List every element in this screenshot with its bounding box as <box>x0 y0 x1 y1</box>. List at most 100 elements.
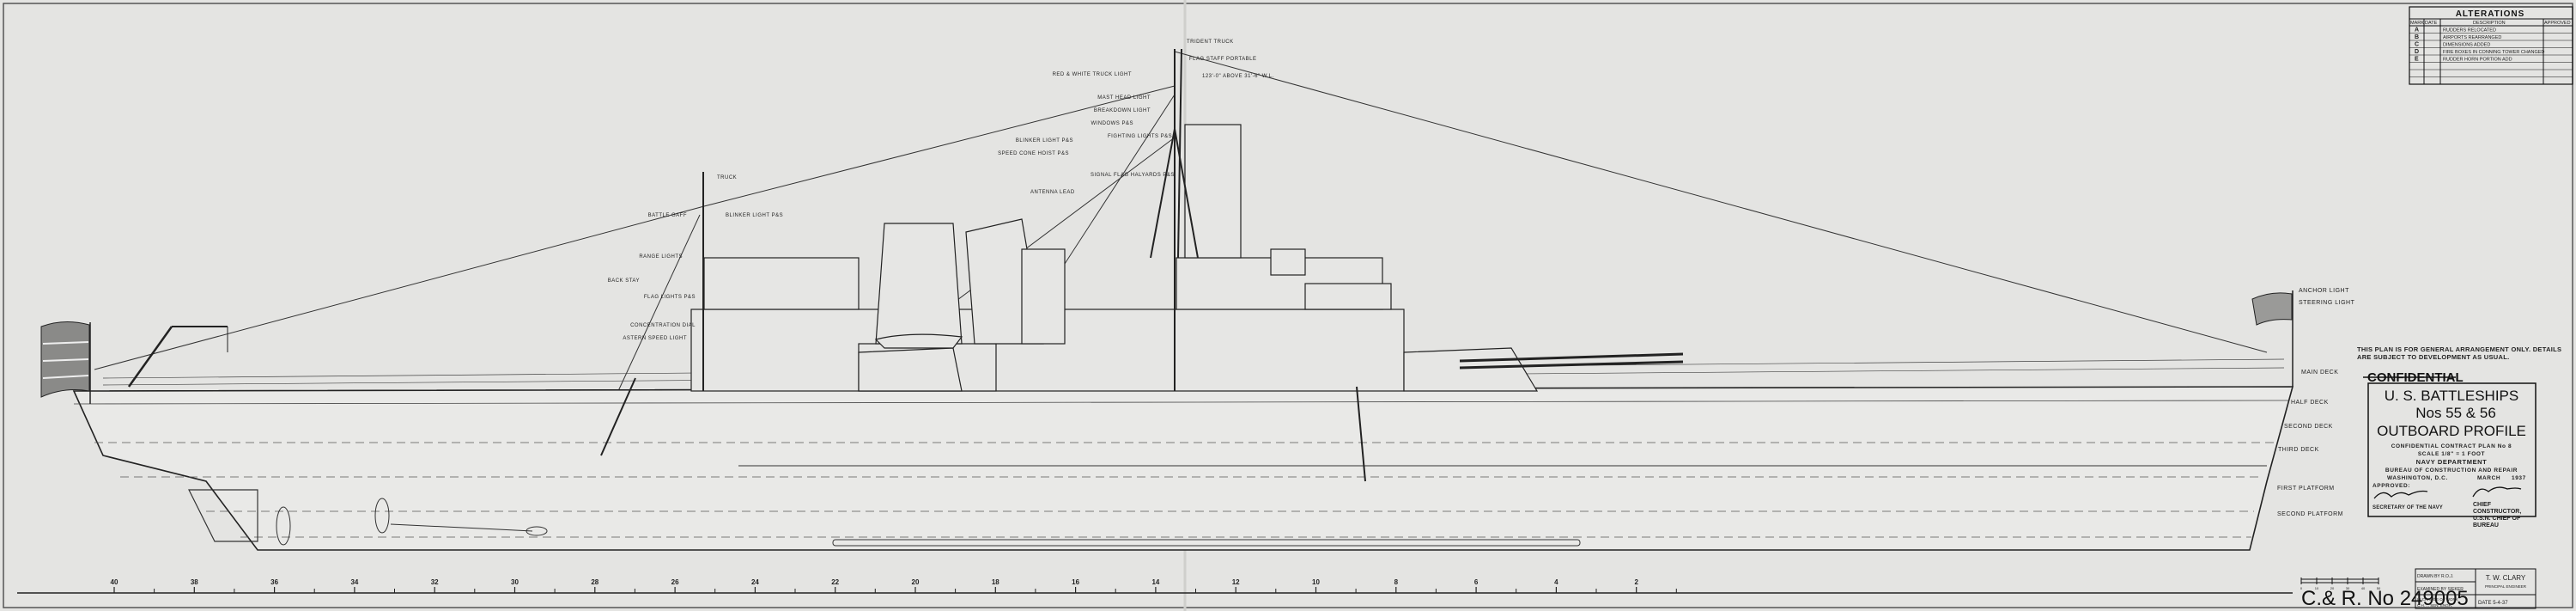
label-range-light: RANGE LIGHTS <box>639 254 683 260</box>
contract-plan: CONFIDENTIAL CONTRACT PLAN No 8 <box>2391 443 2512 449</box>
secretary-title: SECRETARY OF THE NAVY <box>2372 505 2443 510</box>
scale-bar-label: 50 <box>2377 586 2381 590</box>
label-blinker-aft: BLINKER LIGHT P&S <box>726 213 783 218</box>
title-line-2: Nos 55 & 56 <box>2415 405 2496 421</box>
station-label: 8 <box>1394 578 1399 586</box>
label-third-deck: THIRD DECK <box>2278 447 2319 453</box>
scale-bar-label: 40 <box>2361 586 2366 590</box>
principal-title: PRINCIPAL ENGINEER <box>2485 584 2527 589</box>
signature-secretary <box>2373 490 2428 499</box>
scale-bar-label: 30 <box>2346 586 2350 590</box>
masts <box>127 48 1366 482</box>
department: NAVY DEPARTMENT <box>2416 458 2488 466</box>
alteration-description: FIRE BOXES IN CONNING TOWER CHANGED <box>2443 50 2544 55</box>
alterations-header-mark: MARK <box>2410 21 2424 26</box>
alterations-table: ALTERATIONS MARK DATE DESCRIPTION APPROV… <box>2409 6 2573 85</box>
alteration-description: RUDDER HORN PORTION ADD <box>2443 58 2512 63</box>
title-line-3: OUTBOARD PROFILE <box>2377 423 2526 439</box>
station-label: 2 <box>1634 578 1638 586</box>
signature-chief <box>2472 486 2522 498</box>
bureau: BUREAU OF CONSTRUCTION AND REPAIR <box>2385 467 2518 474</box>
station-label: 14 <box>1151 578 1159 586</box>
scale-bar-label: 0 <box>2300 586 2303 590</box>
label-red-white: RED & WHITE TRUCK LIGHT <box>1053 72 1132 77</box>
alterations-header-date: DATE <box>2425 21 2438 26</box>
station-label: 26 <box>671 578 679 586</box>
jack-flag-bow <box>2251 290 2293 387</box>
label-astern-light: ASTERN SPEED LIGHT <box>623 336 687 341</box>
label-truck-aft: TRUCK <box>717 175 737 180</box>
station-label: 40 <box>111 578 118 586</box>
year: 1937 <box>2512 475 2526 481</box>
drawn-by: DRAWN BY R.O.J. <box>2417 574 2453 579</box>
title-block: U. S. BATTLESHIPS Nos 55 & 56 OUTBOARD P… <box>2367 382 2537 517</box>
footer: 0 10 20 30 40 50 C.& R. No 249005 DRAWN BY R.… <box>2300 568 2537 610</box>
hull <box>72 358 2294 551</box>
alterations-header-description: DESCRIPTION <box>2473 21 2506 26</box>
alteration-description: DIMENSIONS ADDED <box>2443 43 2490 48</box>
engineer: C.H. ... SEN. ENGR. <box>2417 603 2452 608</box>
alteration-description: AIRPORTS REARRANGED <box>2443 35 2501 40</box>
label-blinker: BLINKER LIGHT P&S <box>1016 138 1073 144</box>
place: WASHINGTON, D.C. <box>2387 475 2448 481</box>
superstructure <box>690 124 1684 392</box>
label-half-deck: HALF DECK <box>2291 400 2329 406</box>
label-truck: TRIDENT TRUCK <box>1187 40 1234 45</box>
station-label: 6 <box>1474 578 1479 586</box>
deck-labels: ANCHOR LIGHT STEERING LIGHT MAIN DECK HA… <box>2277 288 2355 517</box>
alterations-header-approved: APPROVED <box>2544 21 2571 26</box>
station-label: 12 <box>1232 578 1240 586</box>
station-label: 10 <box>1312 578 1320 586</box>
ensign-flag-stern <box>40 321 91 404</box>
label-breakdown: BREAKDOWN LIGHT <box>1094 108 1151 113</box>
station-label: 38 <box>191 578 198 586</box>
label-height-note: 123'-0" ABOVE 31'-6" W.L. <box>1202 74 1274 79</box>
station-label: 28 <box>591 578 598 586</box>
label-speed-cone: SPEED CONE HOIST P&S <box>998 151 1069 156</box>
station-label: 20 <box>912 578 920 586</box>
cr-number: C.& R. No 249005 <box>2301 587 2469 610</box>
label-signal-flag: SIGNAL FLAG HALYARDS P&S <box>1091 173 1175 178</box>
label-flag-lights: FLAG LIGHTS P&S <box>644 295 696 300</box>
station-label: 30 <box>511 578 519 586</box>
scale-bar: 0 10 20 30 40 50 <box>2300 577 2381 590</box>
label-antenna: ANTENNA LEAD <box>1030 190 1075 195</box>
month: MARCH <box>2477 475 2500 481</box>
scale: SCALE 1/8" = 1 FOOT <box>2418 451 2485 457</box>
station-label: 36 <box>270 578 278 586</box>
label-first-platform: FIRST PLATFORM <box>2277 486 2335 492</box>
label-windows: WINDOWS P&S <box>1091 121 1133 126</box>
alterations-title: ALTERATIONS <box>2456 9 2525 19</box>
annotations: TRIDENT TRUCK FLAG STAFF PORTABLE RED & … <box>608 40 1274 341</box>
alteration-description: RUDDERS RELOCATED <box>2443 28 2496 34</box>
label-second-platform: SECOND PLATFORM <box>2277 511 2343 517</box>
alteration-mark: D <box>2415 49 2419 55</box>
approved-label: APPROVED: <box>2372 483 2410 489</box>
drawing-date: DATE 5-4-37 <box>2478 601 2508 606</box>
general-arrangement-note: THIS PLAN IS FOR GENERAL ARRANGEMENT ONL… <box>2357 345 2562 361</box>
label-mast-head: MAST HEAD LIGHT <box>1097 95 1151 101</box>
principal-engineer: T. W. CLARY <box>2486 574 2526 582</box>
scale-bar-label: 10 <box>2315 586 2319 590</box>
sheet-border <box>3 3 2573 608</box>
station-label: 32 <box>431 578 439 586</box>
station-label: 4 <box>1554 578 1558 586</box>
label-concentration: CONCENTRATION DIAL <box>630 323 696 328</box>
in-charge: IN CHARGE OF WORK <box>2417 597 2458 602</box>
alteration-mark: C <box>2415 42 2419 48</box>
label-second-deck: SECOND DECK <box>2284 424 2333 430</box>
alteration-mark: B <box>2415 34 2419 40</box>
examined-by: EXAMINED BY SIEKER <box>2417 587 2464 592</box>
alteration-mark: A <box>2415 27 2419 34</box>
title-line-1: U. S. BATTLESHIPS <box>2385 388 2519 404</box>
scale-bar-label: 20 <box>2330 586 2335 590</box>
label-steering-light: STEERING LIGHT <box>2299 300 2355 306</box>
station-label: 34 <box>350 578 358 586</box>
station-label: 16 <box>1072 578 1079 586</box>
alteration-mark: E <box>2415 57 2419 63</box>
chief-title: CHIEF CONSTRUCTOR, U.S.N. CHIEF OF BUREA… <box>2473 502 2522 529</box>
station-label: 22 <box>831 578 839 586</box>
label-flag-staff: FLAG STAFF PORTABLE <box>1189 57 1257 62</box>
